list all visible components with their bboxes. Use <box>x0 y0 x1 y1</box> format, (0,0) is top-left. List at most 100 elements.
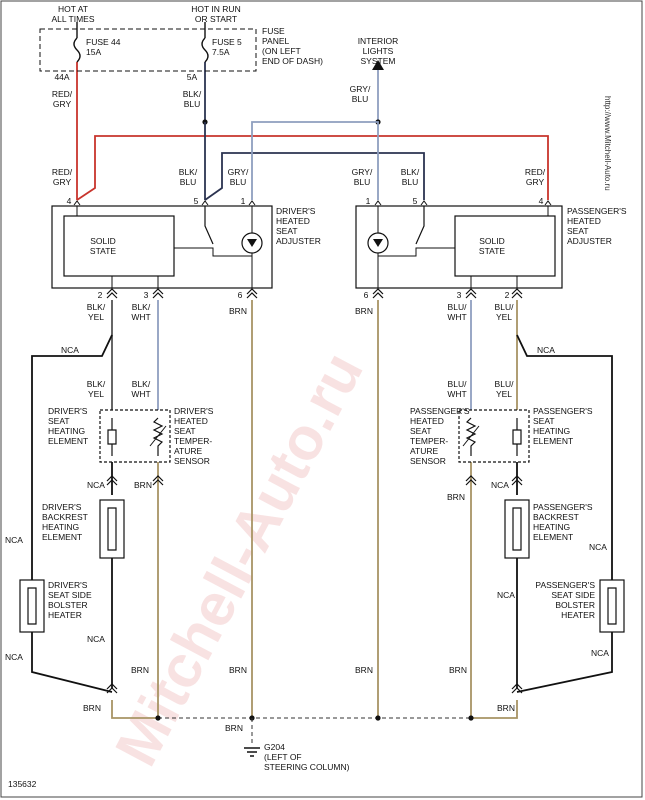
passenger-wire-top-0: GRY/BLU <box>352 167 373 187</box>
driver-sensor-connector <box>152 475 164 482</box>
passenger-nca-label-1: NCA <box>537 345 555 355</box>
driver-brn-label-4: BRN <box>83 703 101 713</box>
driver-seat-connector <box>106 475 118 482</box>
driver-wire-bottom-2: BRN <box>229 306 247 316</box>
driver-pin-bottom: 3 <box>144 290 149 300</box>
passenger-sensor-connector <box>465 475 477 482</box>
passenger-brn-label-2: BRN <box>355 665 373 675</box>
driver-pin-bottom: 2 <box>98 290 103 300</box>
module-bottom-connector <box>465 292 477 299</box>
driver-nca-label-1: NCA <box>61 345 79 355</box>
passenger-switch <box>415 206 425 245</box>
module-bottom-connector <box>511 288 523 295</box>
passenger-sensor-connector <box>465 479 477 486</box>
passenger-wire-mid-0: BLU/WHT <box>447 379 467 399</box>
passenger-brn-label-1: BRN <box>447 492 465 502</box>
module-bottom-connector <box>372 288 384 295</box>
fuse5-symbol <box>201 37 209 63</box>
pin-arrow <box>248 200 256 206</box>
passenger-lamp-diode <box>373 239 383 247</box>
driver-seat-element-symbol <box>107 418 117 456</box>
passenger-wire-bottom-2: BLU/YEL <box>495 302 515 322</box>
pin-5a-label: 5A <box>187 72 198 82</box>
pin-44a-label: 44A <box>54 72 69 82</box>
driver-wire-top-1: BLK/BLU <box>179 167 198 187</box>
driver-pin-top: 5 <box>194 196 199 206</box>
passenger-seat-connector <box>511 475 523 482</box>
driver-temp-sensor-symbol <box>152 417 164 456</box>
fuse-panel-outline <box>39 28 257 72</box>
passenger-wire-bottom-0: BRN <box>355 306 373 316</box>
passenger-nca-label-5: NCA <box>591 648 609 658</box>
module-bottom-connector <box>152 288 164 295</box>
driver-seat-group <box>99 409 171 463</box>
interior-wire-label: GRY/BLU <box>350 84 371 104</box>
passenger-backrest-heater-element <box>512 507 522 551</box>
passenger-pin-top: 1 <box>366 196 371 206</box>
module-bottom-connector <box>106 292 118 299</box>
passenger-nca-lower <box>516 632 613 693</box>
passenger-ground-connector <box>511 687 523 694</box>
driver-ground-connector <box>106 687 118 694</box>
passenger-pin-bottom: 2 <box>505 290 510 300</box>
driver-element-brn <box>111 700 158 719</box>
passenger-pin-bottom: 6 <box>364 290 369 300</box>
passenger-wire-bottom-1: BLU/WHT <box>447 302 467 322</box>
driver-solid-state <box>63 215 175 277</box>
driver-wire-top-0: RED/GRY <box>52 167 73 187</box>
passenger-backrest-heater <box>504 499 530 559</box>
passenger-seat-connector <box>511 479 523 486</box>
passenger-brn-label-4: BRN <box>497 703 515 713</box>
ground-splice <box>155 715 161 721</box>
red-gry-crossover <box>76 135 549 201</box>
passenger-wire-top-2: RED/GRY <box>525 167 546 187</box>
ground-splice <box>375 715 381 721</box>
driver-seat-connector <box>106 479 118 486</box>
ground-brn-label: BRN <box>225 723 243 733</box>
passenger-element-brn <box>471 700 518 719</box>
driver-nca-label-3: NCA <box>5 535 23 545</box>
passenger-nca-label-2: NCA <box>491 480 509 490</box>
wires <box>31 62 613 745</box>
figure-id: 135632 <box>8 779 37 789</box>
module-bottom-connector <box>372 292 384 299</box>
passenger-internal <box>378 247 455 257</box>
driver-wire-bottom-0: BLK/YEL <box>87 302 106 322</box>
driver-nca-label-4: NCA <box>5 652 23 662</box>
pin-arrow <box>420 200 428 206</box>
driver-nca-upper <box>31 334 113 580</box>
driver-wire-bottom-1: BLK/WHT <box>131 302 151 322</box>
driver-nca-lower <box>31 632 113 693</box>
pin-arrow <box>201 200 209 206</box>
passenger-temp-sensor-symbol <box>465 417 477 456</box>
module-bottom-connector <box>246 292 258 299</box>
passenger-solid-state <box>454 215 556 277</box>
driver-wire-mid-0: BLK/YEL <box>87 379 106 399</box>
driver-sensor-arrow <box>149 425 167 447</box>
passenger-pin-top: 5 <box>413 196 418 206</box>
passenger-seat-group <box>458 409 530 463</box>
driver-bolster-heater <box>19 579 45 633</box>
fuse5-wire-label: BLK/BLU <box>183 89 202 109</box>
module-bottom-connector <box>106 288 118 295</box>
driver-sensor-connector <box>152 479 164 486</box>
passenger-nca-upper <box>516 334 613 580</box>
driver-wire-top-2: GRY/BLU <box>228 167 249 187</box>
driver-nca-label-2: NCA <box>87 480 105 490</box>
passenger-seat-element-symbol <box>512 418 522 456</box>
driver-backrest-heater-element <box>107 507 117 551</box>
